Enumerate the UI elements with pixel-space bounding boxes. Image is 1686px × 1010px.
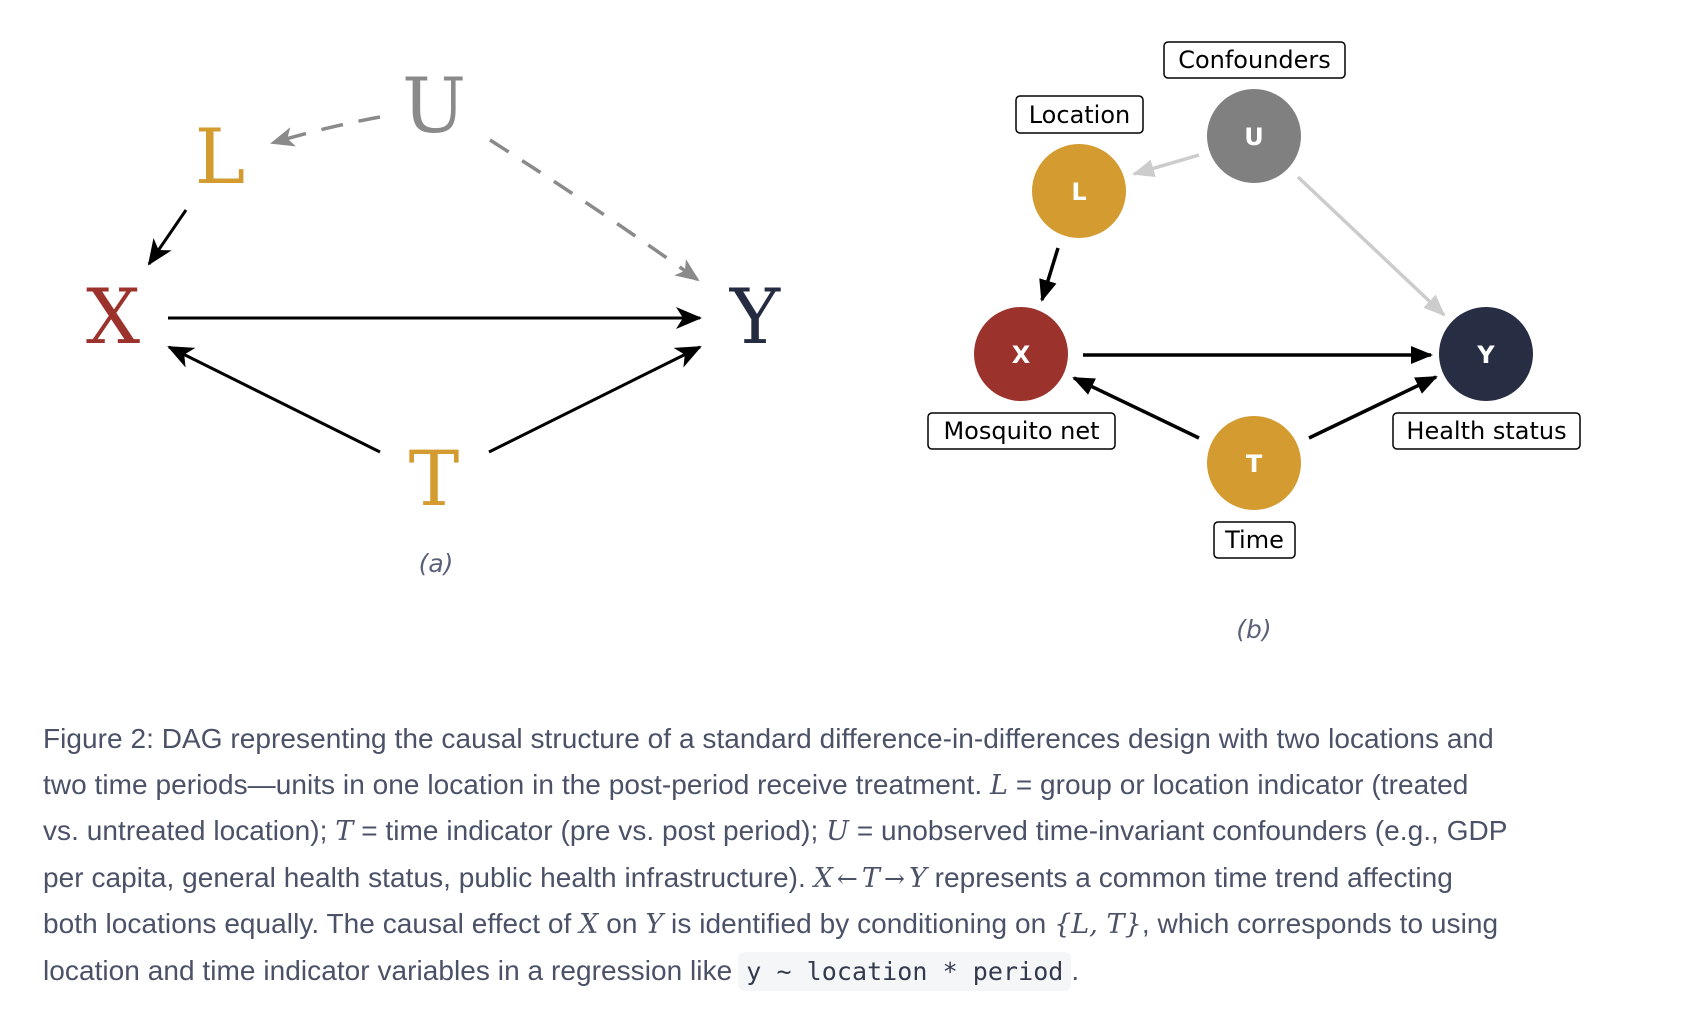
- node-b-x: X Mosquito net: [927, 307, 1116, 450]
- node-a-x: X: [86, 272, 140, 361]
- node-b-y-circle: [1439, 307, 1533, 401]
- node-b-t-letter: T: [1246, 450, 1263, 478]
- caption-text: per capita, general health status, publi…: [43, 861, 814, 893]
- caption-line-3: vs. untreated location); T = time indica…: [43, 808, 1663, 855]
- edge-b-u-to-l: [1132, 153, 1200, 178]
- panel-b: U Confounders L Location X Mosquito net …: [927, 41, 1581, 644]
- node-b-l-letter: L: [1071, 178, 1086, 206]
- node-b-u: U Confounders: [1163, 41, 1346, 183]
- caption-text: is identified by conditioning on: [663, 908, 1055, 939]
- caption-text: , which corresponds to using: [1141, 908, 1499, 939]
- math-t: T: [861, 862, 880, 894]
- node-b-u-circle: [1207, 89, 1301, 183]
- panel-a: U L X Y T (a): [86, 61, 781, 578]
- edge-b-t-to-y: [1308, 375, 1438, 440]
- edge-t-to-x: [167, 345, 381, 454]
- caption-line-6: location and time indicator variables in…: [43, 948, 1663, 995]
- edge-u-to-l: [270, 115, 381, 147]
- node-b-x-label-box: [927, 412, 1116, 450]
- math-t: T: [335, 816, 354, 847]
- edge-b-t-to-x: [1072, 376, 1200, 440]
- figure-dag: U L X Y T (a) U Confounders L Location: [86, 41, 1581, 644]
- node-b-l-label: Location: [1029, 101, 1131, 129]
- node-b-y-label-box: [1392, 412, 1581, 450]
- node-b-y-label: Health status: [1406, 417, 1566, 445]
- node-b-l: L Location: [1015, 95, 1144, 238]
- left-arrow-symbol: ←: [836, 863, 858, 893]
- node-b-y: Y Health status: [1392, 307, 1581, 450]
- node-b-x-circle: [974, 307, 1068, 401]
- math-set-l-t: {L, T}: [1054, 909, 1142, 940]
- node-b-l-circle: [1032, 144, 1126, 238]
- caption-text: = group or location indicator (treated: [1008, 768, 1469, 800]
- node-b-t: T Time: [1207, 416, 1301, 559]
- node-b-t-circle: [1207, 416, 1301, 510]
- edge-u-to-y: [489, 138, 700, 282]
- caption-text: = time indicator (pre vs. post period);: [353, 815, 827, 846]
- edge-t-to-y: [488, 345, 702, 454]
- caption-text: location and time indicator variables in…: [43, 954, 733, 986]
- caption-text: both locations equally. The causal effec…: [43, 908, 580, 939]
- node-b-l-label-box: [1015, 95, 1144, 134]
- caption-text: = unobserved time-invariant confounders …: [848, 815, 1508, 846]
- math-u: U: [826, 816, 849, 847]
- caption-text: on: [598, 908, 646, 939]
- caption-text: vs. untreated location);: [43, 815, 336, 846]
- edge-l-to-x: [147, 209, 188, 266]
- node-a-l: L: [195, 112, 245, 201]
- caption-line-4: per capita, general health status, publi…: [43, 855, 1663, 902]
- caption-text: two time periods—units in one location i…: [43, 768, 991, 800]
- caption-text: Figure 2: DAG representing the causal st…: [43, 723, 1494, 754]
- node-b-x-letter: X: [1012, 341, 1031, 369]
- node-b-x-label: Mosquito net: [943, 417, 1099, 445]
- panel-a-label: (a): [419, 549, 454, 578]
- node-a-u: U: [402, 61, 466, 150]
- caption-line-2: two time periods—units in one location i…: [43, 762, 1663, 809]
- caption-text: represents a common time trend affecting: [926, 861, 1453, 893]
- figure-caption: Figure 2: DAG representing the causal st…: [43, 716, 1663, 994]
- node-b-t-label: Time: [1224, 526, 1284, 554]
- node-b-u-label: Confounders: [1178, 46, 1331, 74]
- node-b-u-letter: U: [1244, 123, 1264, 151]
- right-arrow-symbol: →: [883, 863, 905, 893]
- edge-b-u-to-y: [1296, 175, 1446, 317]
- node-b-y-letter: Y: [1476, 341, 1495, 369]
- math-x: X: [579, 909, 599, 940]
- math-y: Y: [908, 862, 927, 894]
- caption-line-5: both locations equally. The causal effec…: [43, 901, 1663, 948]
- caption-line-1: Figure 2: DAG representing the causal st…: [43, 716, 1663, 762]
- node-b-t-label-box: [1213, 521, 1296, 559]
- caption-text: .: [1071, 954, 1080, 986]
- regression-formula-code: y ~ location * period: [738, 951, 1072, 991]
- node-a-y: Y: [729, 272, 781, 361]
- node-b-u-label-box: [1163, 41, 1346, 79]
- panel-b-label: (b): [1236, 615, 1271, 644]
- math-l: L: [990, 769, 1008, 801]
- node-a-t: T: [409, 434, 460, 523]
- math-y: Y: [645, 909, 664, 940]
- math-x: X: [813, 862, 833, 894]
- edge-b-l-to-x: [1039, 247, 1060, 302]
